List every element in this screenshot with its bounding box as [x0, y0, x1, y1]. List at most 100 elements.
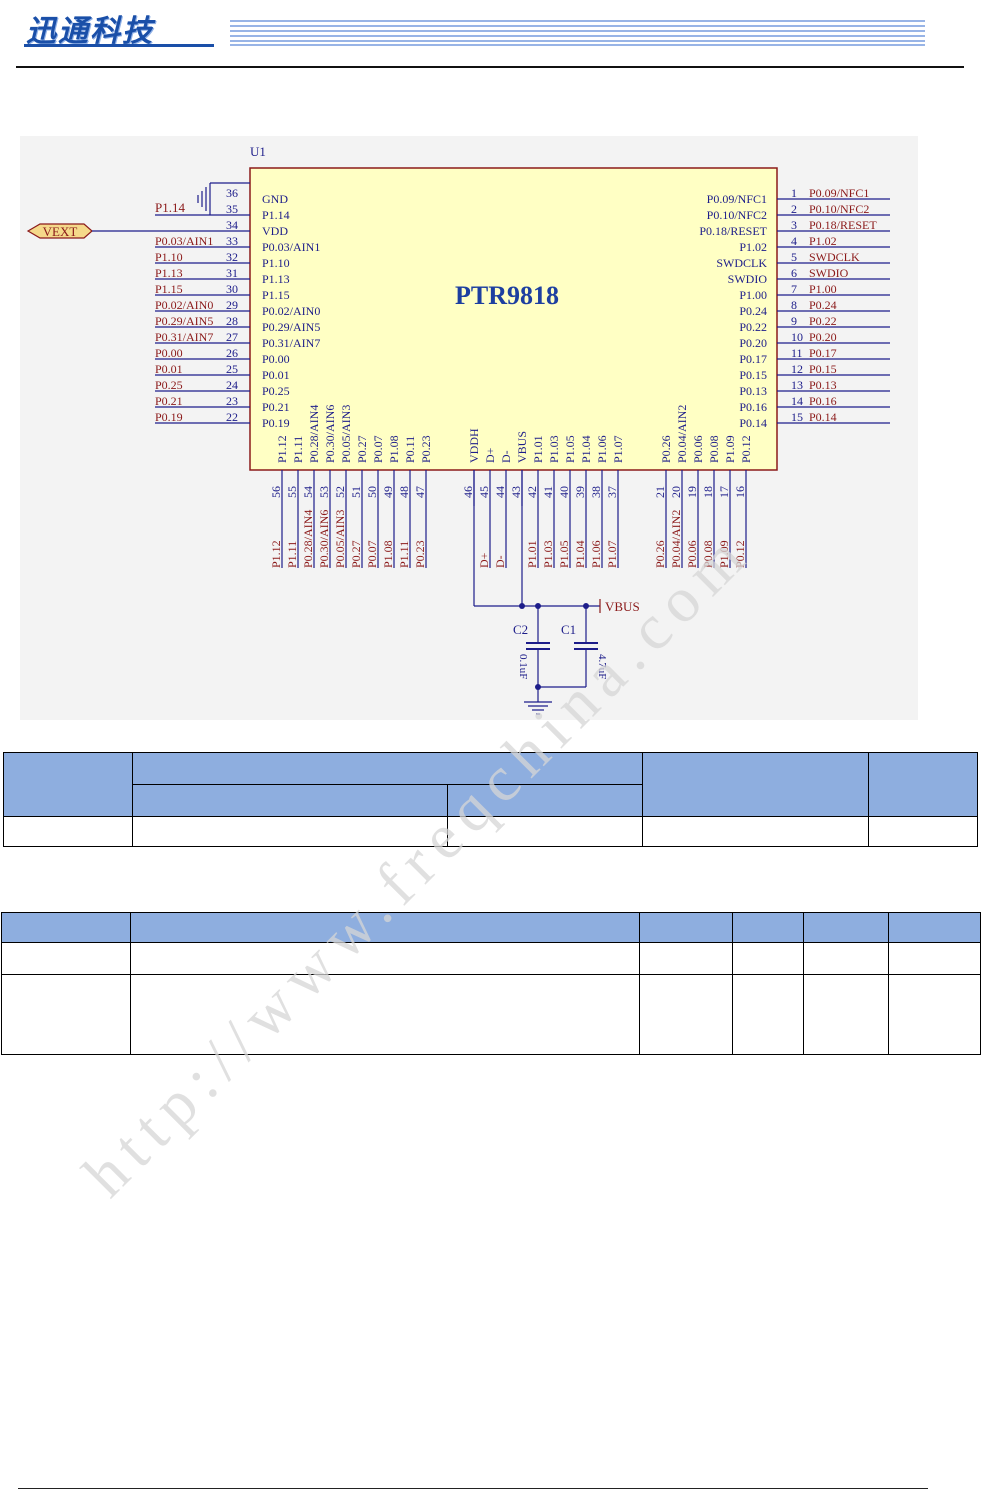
- table-cell: [641, 816, 870, 847]
- pin-number: 39: [573, 486, 587, 498]
- net-label: P0.18/RESET: [809, 218, 877, 232]
- net-label: P0.28/AIN4: [301, 510, 315, 568]
- pin-number: 41: [541, 486, 555, 498]
- net-label: P0.12: [733, 540, 747, 568]
- pin-name: VBUS: [515, 431, 529, 463]
- pin-name: P1.05: [563, 435, 577, 463]
- pin-number: 28: [226, 314, 238, 328]
- net-label: P0.16: [809, 394, 837, 408]
- pin-number: 36: [226, 186, 238, 200]
- pin-number: 19: [685, 486, 699, 498]
- pin-name: P1.04: [579, 435, 593, 463]
- net-label: P0.04/AIN2: [669, 510, 683, 568]
- pin-number: 16: [733, 486, 747, 498]
- pin-number: 3: [791, 218, 797, 232]
- pin-name: P0.06: [691, 435, 705, 463]
- info-table-2: [1, 912, 981, 1055]
- pin-number: 30: [226, 282, 238, 296]
- footer-rule: [18, 1488, 928, 1489]
- pin-number: 40: [557, 486, 571, 498]
- pin-number: 34: [226, 218, 238, 232]
- pin-name: P1.03: [547, 435, 561, 463]
- pin-number: 13: [791, 378, 803, 392]
- pin-number: 4: [791, 234, 797, 248]
- pin-number: 31: [226, 266, 238, 280]
- pin-name: P1.08: [387, 435, 401, 463]
- pin-name: P0.20: [739, 336, 767, 350]
- pin-number: 54: [301, 486, 315, 498]
- pin-name: P0.02/AIN0: [262, 304, 320, 318]
- pin-number: 49: [381, 486, 395, 498]
- pin-name: P0.10/NFC2: [707, 208, 767, 222]
- pin-number: 12: [791, 362, 803, 376]
- pin-number: 17: [717, 486, 731, 498]
- net-label: P0.02/AIN0: [155, 298, 213, 312]
- table-cell: [888, 974, 981, 1055]
- net-label: P1.11: [397, 541, 411, 568]
- pin-number: 18: [701, 486, 715, 498]
- net-label: P1.11: [285, 541, 299, 568]
- pin-number: 35: [226, 202, 238, 216]
- t1-header-cell: [131, 752, 643, 785]
- pin-name: P1.00: [739, 288, 767, 302]
- net-label: P0.22: [809, 314, 837, 328]
- net-label: P0.20: [809, 330, 837, 344]
- pin-name: P0.08: [707, 435, 721, 463]
- pin-name: P0.23: [419, 435, 433, 463]
- pin-number: 44: [493, 486, 507, 498]
- table-cell: [3, 816, 133, 847]
- pin-name: P1.06: [595, 435, 609, 463]
- net-label: P0.07: [365, 540, 379, 568]
- table-row: [1, 942, 981, 975]
- pin-number: 29: [226, 298, 238, 312]
- pin-name: VDD: [262, 224, 288, 238]
- p114-net-label: P1.14: [155, 200, 185, 215]
- pin-name: P1.09: [723, 435, 737, 463]
- logo-underline: [24, 44, 214, 47]
- table-row: [3, 816, 978, 847]
- pin-name: P1.11: [291, 436, 305, 463]
- cap-c2-ref: C2: [513, 622, 528, 637]
- t1-header-cell: [3, 752, 133, 817]
- t1-subheader-cell: [447, 784, 643, 817]
- net-label: P1.00: [809, 282, 837, 296]
- pin-name: P0.17: [739, 352, 767, 366]
- page-header: 迅通科技: [0, 0, 981, 70]
- chip-ref: U1: [250, 144, 266, 159]
- pin-number: 51: [349, 486, 363, 498]
- net-label: P0.25: [155, 378, 183, 392]
- table-cell: [868, 816, 978, 847]
- pin-name: P0.11: [403, 436, 417, 463]
- pin-number: 26: [226, 346, 238, 360]
- net-label: P0.19: [155, 410, 183, 424]
- net-label: P0.13: [809, 378, 837, 392]
- pin-name: P1.10: [262, 256, 290, 270]
- pin-number: 23: [226, 394, 238, 408]
- pin-name: P1.12: [275, 435, 289, 463]
- pin-name: P0.00: [262, 352, 290, 366]
- vext-label: VEXT: [43, 224, 78, 239]
- net-label: P0.31/AIN7: [155, 330, 213, 344]
- table-cell: [803, 974, 889, 1055]
- pin-name: P0.18/RESET: [699, 224, 767, 238]
- table-cell: [447, 816, 643, 847]
- pin-number: 55: [285, 486, 299, 498]
- pin-name: P0.01: [262, 368, 290, 382]
- net-label: P0.21: [155, 394, 183, 408]
- pin-name: P0.09/NFC1: [707, 192, 767, 206]
- pin-name: VDDH: [467, 428, 481, 463]
- pin-number: 27: [226, 330, 238, 344]
- pin-name: P1.02: [739, 240, 767, 254]
- pin-number: 43: [509, 486, 523, 498]
- pin-name: P0.13: [739, 384, 767, 398]
- pin-number: 33: [226, 234, 238, 248]
- t2-header-cell: [1, 912, 131, 943]
- pin-number: 7: [791, 282, 797, 296]
- net-label: D+: [477, 552, 491, 568]
- table-cell: [1, 942, 131, 975]
- company-logo: 迅通科技: [26, 14, 154, 49]
- net-label: P1.01: [525, 540, 539, 568]
